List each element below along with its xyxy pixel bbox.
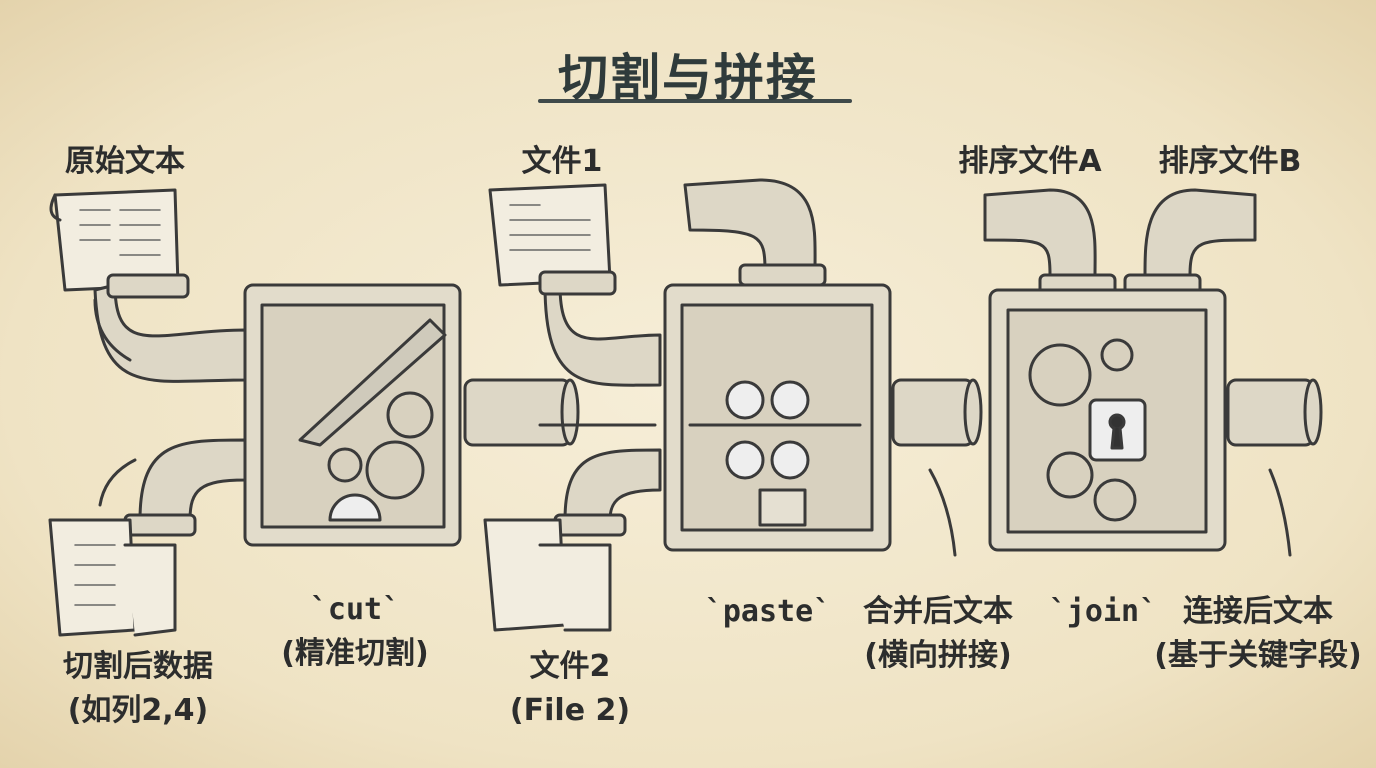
- file1-pipe: [538, 270, 662, 387]
- paste-output-note: (横向拼接): [864, 638, 1012, 673]
- join-output-title: 连接后文本: [1182, 594, 1333, 629]
- cut-output-note: (如列2,4): [67, 693, 209, 728]
- cut-command-note: (精准切割): [281, 636, 429, 671]
- gear-icon: [327, 447, 363, 483]
- file2-note: (File 2): [509, 693, 631, 728]
- join-command: `join`: [1048, 594, 1158, 629]
- join-output-label: 连接后文本 (基于关键字段): [1154, 590, 1361, 678]
- roller-icon: [725, 380, 810, 480]
- cut-output-pipe: [123, 438, 247, 537]
- file1-paper: [488, 183, 612, 287]
- page-title: 切割与拼接: [558, 49, 818, 107]
- arrow-icon: [98, 458, 137, 507]
- cut-command: `cut`: [309, 592, 401, 627]
- arrow-icon: [928, 468, 957, 557]
- knife-icon: [298, 318, 447, 447]
- cut-input-label: 原始文本: [65, 144, 185, 179]
- paste-command: `paste`: [704, 594, 832, 629]
- gear-icon: [365, 440, 425, 500]
- cut-output-title: 切割后数据: [63, 649, 213, 684]
- join-input-b-label: 排序文件B: [1158, 144, 1302, 179]
- join-output-note: (基于关键字段): [1154, 638, 1362, 673]
- cut-output-label: 切割后数据 (如列2,4): [63, 645, 213, 733]
- gear-icon: [1028, 343, 1092, 407]
- gear-icon: [1093, 478, 1137, 522]
- join-input-a-label: 排序文件A: [958, 144, 1102, 179]
- gear-icon: [1100, 338, 1134, 372]
- file1-label: 文件1: [521, 144, 603, 179]
- paste-exit-pipe: [891, 378, 983, 447]
- paste-output-title: 合并后文本: [863, 594, 1013, 629]
- join-exit-pipe: [1226, 378, 1323, 447]
- cut-machine-box: [243, 283, 462, 547]
- paste-top-pipe: [683, 178, 827, 287]
- join-pipe-a: [983, 188, 1117, 297]
- join-machine-box: [988, 288, 1227, 552]
- file2-title: 文件2: [529, 649, 611, 684]
- paste-machine-box: [663, 283, 892, 552]
- file2-label: 文件2 (File 2): [510, 645, 630, 733]
- cut-output-paper: [48, 518, 177, 637]
- arrow-icon: [1268, 468, 1292, 557]
- gauge-icon: [328, 493, 382, 522]
- cut-input-pipe: [93, 273, 247, 383]
- cut-exit-pipe: [463, 378, 580, 447]
- cut-command-label: `cut` (精准切割): [281, 588, 428, 676]
- gear-icon: [1046, 451, 1094, 499]
- arrow-icon: [93, 298, 132, 362]
- file2-pipe: [553, 448, 662, 537]
- join-pipe-b: [1123, 188, 1257, 297]
- paste-output-label: 合并后文本 (横向拼接): [863, 590, 1013, 678]
- gear-icon: [386, 391, 434, 439]
- file2-paper: [483, 518, 612, 632]
